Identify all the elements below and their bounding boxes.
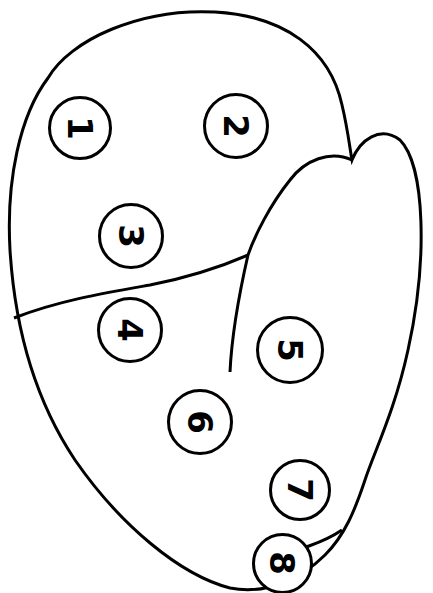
callout-circle: 2 [203, 93, 269, 159]
callout-number: 4 [113, 318, 147, 342]
callout-number: 6 [183, 410, 217, 434]
callout-circle: 8 [252, 533, 313, 593]
callout-number: 1 [63, 116, 97, 140]
callout-number: 8 [265, 551, 299, 575]
callout-number: 2 [219, 114, 253, 138]
callout-circle: 7 [269, 459, 331, 521]
callout-circle: 6 [167, 389, 233, 455]
callout-number: 3 [114, 224, 148, 248]
callout-number: 7 [283, 478, 317, 502]
callout-circle: 3 [98, 203, 164, 269]
outer-outline [9, 12, 421, 590]
callout-number: 5 [273, 338, 307, 362]
callout-circle: 1 [48, 96, 112, 160]
lobe-boundary [230, 156, 352, 372]
callout-circle: 4 [97, 297, 163, 363]
callout-circle: 5 [256, 316, 324, 384]
